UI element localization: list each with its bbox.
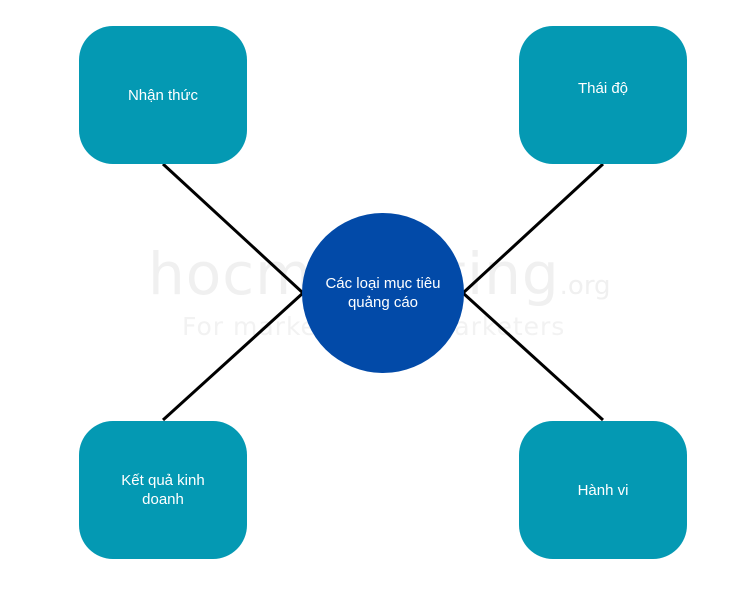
node-business-results-label: Kết quả kinh doanh xyxy=(121,472,205,508)
node-behavior-label: Hành vi xyxy=(577,481,629,499)
center-node: Các loại mục tiêu quảng cáo xyxy=(302,213,464,373)
node-attitude-label: Thái độ xyxy=(577,79,629,97)
center-node-label: Các loại mục tiêu quảng cáo xyxy=(325,275,441,311)
connector-top-left xyxy=(161,162,305,295)
connector-bottom-right xyxy=(461,291,605,422)
connector-top-right xyxy=(461,162,605,295)
node-awareness-label: Nhận thức xyxy=(127,86,199,104)
node-attitude: Thái độ xyxy=(519,26,687,164)
node-business-results: Kết quả kinh doanh xyxy=(79,421,247,559)
node-behavior: Hành vi xyxy=(519,421,687,559)
connector-bottom-left xyxy=(161,291,305,422)
node-awareness: Nhận thức xyxy=(79,26,247,164)
